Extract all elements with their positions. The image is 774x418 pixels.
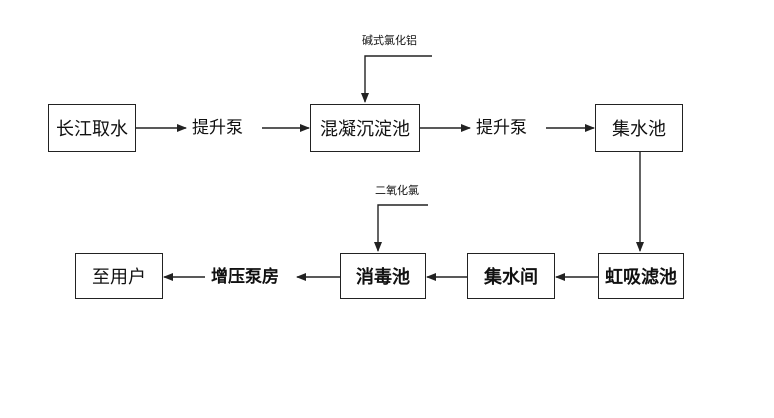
node-to-users: 至用户 (75, 253, 163, 299)
feed-line-clo2 (374, 204, 428, 252)
label-chemical-clo2: 二氧化氯 (375, 184, 419, 197)
node-collection-tank: 集水池 (595, 104, 683, 152)
node-label: 消毒池 (356, 267, 410, 288)
node-disinfection-tank: 消毒池 (340, 253, 426, 299)
node-label: 长江取水 (56, 119, 128, 140)
label-pump-2: 提升泵 (474, 117, 529, 139)
label-pump-1: 提升泵 (190, 117, 245, 139)
node-label: 混凝沉淀池 (320, 119, 410, 140)
label-chemical-pac: 碱式氯化铝 (362, 34, 417, 47)
label-booster-pump-house: 增压泵房 (209, 266, 281, 288)
node-siphon-filter: 虹吸滤池 (598, 253, 684, 299)
node-water-collection-room: 集水间 (467, 253, 555, 299)
feed-line-pac (361, 55, 432, 103)
node-label: 集水间 (484, 267, 538, 288)
node-yangtze-intake: 长江取水 (48, 104, 136, 152)
node-coagulation-basin: 混凝沉淀池 (310, 104, 420, 152)
node-label: 集水池 (612, 119, 666, 140)
node-label: 虹吸滤池 (605, 267, 677, 288)
node-label: 至用户 (92, 267, 146, 288)
